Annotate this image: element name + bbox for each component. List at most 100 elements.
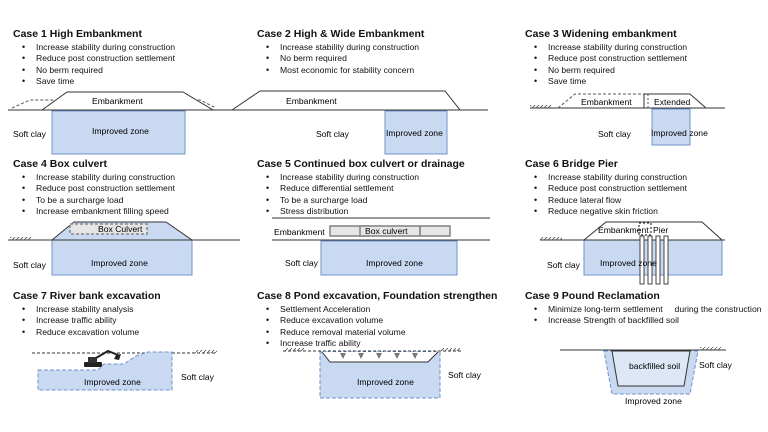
soft-clay-label: Soft clay — [547, 260, 581, 270]
case-7-bullets: Increase stability analysis Increase tra… — [13, 304, 161, 338]
backfill-zone — [611, 350, 691, 387]
list-item: Reduce post construction settlement — [22, 53, 175, 65]
list-item: To be a surcharge load — [266, 195, 465, 207]
improved-zone — [384, 110, 448, 155]
list-item: No berm required — [266, 53, 424, 65]
box-culvert-label: Box culvert — [365, 226, 408, 236]
list-item: Reduce removal material volume — [266, 327, 497, 339]
improved-zone — [51, 239, 193, 276]
case-6: Case 6 Bridge Pier Increase stability du… — [525, 158, 687, 217]
box-culvert — [419, 225, 451, 237]
extended-label: Extended — [654, 97, 691, 107]
case-7-diagram: Improved zone Soft clay — [32, 349, 217, 391]
list-item: No berm required — [534, 65, 687, 77]
case-9: Case 9 Pound Reclamation Minimize long-t… — [525, 290, 762, 327]
box-culvert-label: Box Culvert — [98, 224, 143, 234]
case-2-diagram: Embankment Improved zone Soft clay — [228, 90, 488, 155]
case-9-title: Case 9 Pound Reclamation — [525, 290, 660, 302]
improved-zone-label: Improved zone — [92, 126, 149, 136]
soft-clay-label: Soft clay — [448, 370, 482, 380]
list-item: Reduce post construction settlement — [22, 183, 175, 195]
excavator-icon — [84, 349, 121, 367]
list-item: Reduce post construction settlement — [534, 53, 687, 65]
list-item: Increase traffic ability — [266, 338, 497, 350]
embankment-shape — [230, 90, 462, 111]
case-5-bullets: Increase stability during construction R… — [257, 172, 465, 217]
ground-hatch — [285, 348, 305, 351]
list-item: Reduce excavation volume — [22, 327, 161, 339]
list-item: Reduce lateral flow — [534, 195, 687, 207]
ground-hatch — [195, 350, 217, 353]
improved-zone-label: Improved zone — [625, 396, 682, 406]
ground-hatch — [10, 237, 32, 240]
improved-zone-label: Improved zone — [386, 128, 443, 138]
embankment-label: Embankment — [274, 227, 325, 237]
case-2-bullets: Increase stability during construction N… — [257, 42, 424, 76]
case-4-title: Case 4 Box culvert — [13, 158, 107, 170]
list-item: No berm required — [22, 65, 175, 77]
embankment-label: Embankment — [92, 96, 143, 106]
berm-outline — [11, 99, 55, 109]
list-item: Increase stability during construction — [22, 42, 175, 54]
list-item: Most economic for stability concern — [266, 65, 424, 77]
list-item: Stress distribution — [266, 206, 465, 218]
case-7-title: Case 7 River bank excavation — [13, 290, 161, 302]
list-item: Reduce excavation volume — [266, 315, 497, 327]
list-item: Settlement Acceleration — [266, 304, 497, 316]
case-1-bullets: Increase stability during construction R… — [13, 42, 175, 87]
case-5-title: Case 5 Continued box culvert or drainage — [257, 158, 465, 170]
improved-zone-label: Improved zone — [651, 128, 708, 138]
case-8-title: Case 8 Pond excavation, Foundation stren… — [257, 290, 498, 302]
list-item: Increase stability during construction — [266, 172, 465, 184]
pier-pile — [663, 235, 669, 285]
case-3-diagram: Embankment Extended Improved zone Soft c… — [530, 93, 725, 146]
list-item: Save time — [22, 76, 175, 88]
soft-clay-label: Soft clay — [285, 258, 319, 268]
list-item: Save time — [534, 76, 687, 88]
improved-zone-label: Improved zone — [600, 258, 657, 268]
soft-clay-label: Soft clay — [598, 129, 632, 139]
pier-label: Pier — [653, 225, 668, 235]
case-9-diagram: backfilled soil Improved zone Soft clay — [560, 347, 733, 406]
list-item: Reduce post construction settlement — [534, 183, 687, 195]
embankment-label: Embankment — [286, 96, 337, 106]
case-3-title: Case 3 Widening embankment — [525, 28, 677, 40]
case-8-diagram: Improved zone Soft clay — [283, 348, 482, 399]
ground-hatch — [530, 105, 552, 108]
case-9-bullets: Minimize long-term settlement during the… — [525, 304, 762, 327]
case-3-bullets: Increase stability during construction R… — [525, 42, 687, 87]
soft-clay-label: Soft clay — [699, 360, 733, 370]
list-item: Minimize long-term settlement during the… — [534, 304, 761, 316]
soft-clay-label: Soft clay — [181, 372, 215, 382]
ground-hatch — [700, 347, 722, 350]
box-culvert — [69, 223, 148, 235]
list-item: Reduce differential settlement — [266, 183, 465, 195]
case-2: Case 2 High & Wide Embankment Increase s… — [257, 28, 424, 76]
embankment-label: Embankment — [581, 97, 632, 107]
case-6-bullets: Increase stability during construction R… — [525, 172, 687, 217]
list-item: Reduce negative skin friction — [534, 206, 687, 218]
case-4: Case 4 Box culvert Increase stability du… — [13, 158, 175, 217]
ground-hatch — [440, 348, 460, 351]
improved-zone-label: Improved zone — [91, 258, 148, 268]
case-5: Case 5 Continued box culvert or drainage… — [257, 158, 465, 217]
list-item: Increase Strength of backfilled soil — [534, 315, 762, 327]
list-item: Increase traffic ability — [22, 315, 161, 327]
pier-pile — [655, 235, 661, 285]
list-item: Increase stability during construction — [266, 42, 424, 54]
case-4-bullets: Increase stability during construction R… — [13, 172, 175, 217]
existing-embankment-outline — [557, 93, 648, 109]
embankment-label: Embankment — [598, 225, 649, 235]
list-item: To be a surcharge load — [22, 195, 175, 207]
case-8-bullets: Settlement Acceleration Reduce excavatio… — [257, 304, 497, 349]
embankment-shape — [40, 91, 215, 111]
case-6-diagram: Embankment Pier Improved zone Soft clay — [540, 221, 725, 285]
case-6-title: Case 6 Bridge Pier — [525, 158, 618, 170]
case-3: Case 3 Widening embankment Increase stab… — [525, 28, 687, 87]
load-arrows — [340, 353, 418, 359]
backfill-label: backfilled soil — [629, 361, 680, 371]
improved-zone — [37, 351, 173, 391]
list-item: Increase stability during construction — [534, 172, 687, 184]
improved-zone — [320, 240, 458, 276]
list-item: Increase embankment filling speed — [22, 206, 175, 218]
